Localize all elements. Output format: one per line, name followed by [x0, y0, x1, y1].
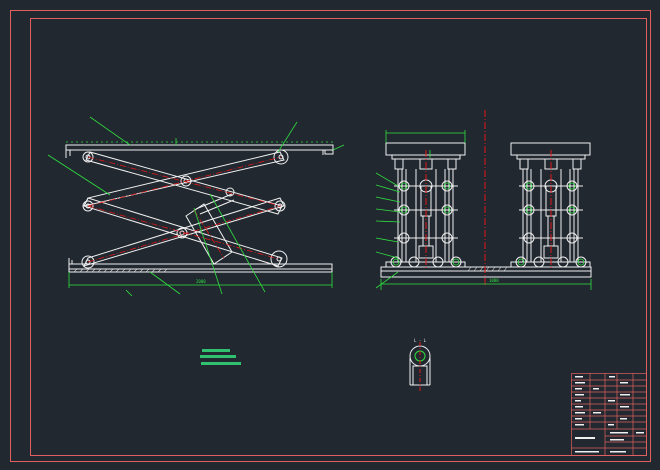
- section-view-label: L - L: [414, 338, 427, 343]
- side-centerlines: [87, 156, 282, 263]
- side-dimension-texts: 2000: [196, 279, 206, 284]
- front-base-plate: [380, 266, 592, 272]
- notes-block: [200, 349, 241, 365]
- side-base-length-label: 2000: [196, 279, 206, 284]
- front-view-fasteners: [392, 182, 585, 266]
- sheet-outer-border: [10, 10, 651, 462]
- front-view: [380, 142, 592, 278]
- base-frame: [68, 258, 333, 273]
- title-block: [571, 373, 647, 456]
- side-dimensions: [47, 116, 345, 297]
- sheet-inner-border: [30, 18, 647, 456]
- side-view: [65, 144, 334, 273]
- front-dimension-texts: 1000: [489, 278, 499, 283]
- hydraulic-cylinder: [185, 193, 235, 265]
- side-base-hatch: [73, 268, 168, 273]
- section-detail: [409, 342, 431, 392]
- front-centerlines: [425, 110, 552, 285]
- front-dimensions: [375, 130, 592, 290]
- front-base-length-label: 1000: [489, 278, 499, 283]
- title-block-text-marks: [575, 376, 644, 453]
- scissor-arm-lower-b: [83, 197, 283, 267]
- front-base-hatch: [467, 266, 508, 272]
- top-platform: [65, 144, 334, 158]
